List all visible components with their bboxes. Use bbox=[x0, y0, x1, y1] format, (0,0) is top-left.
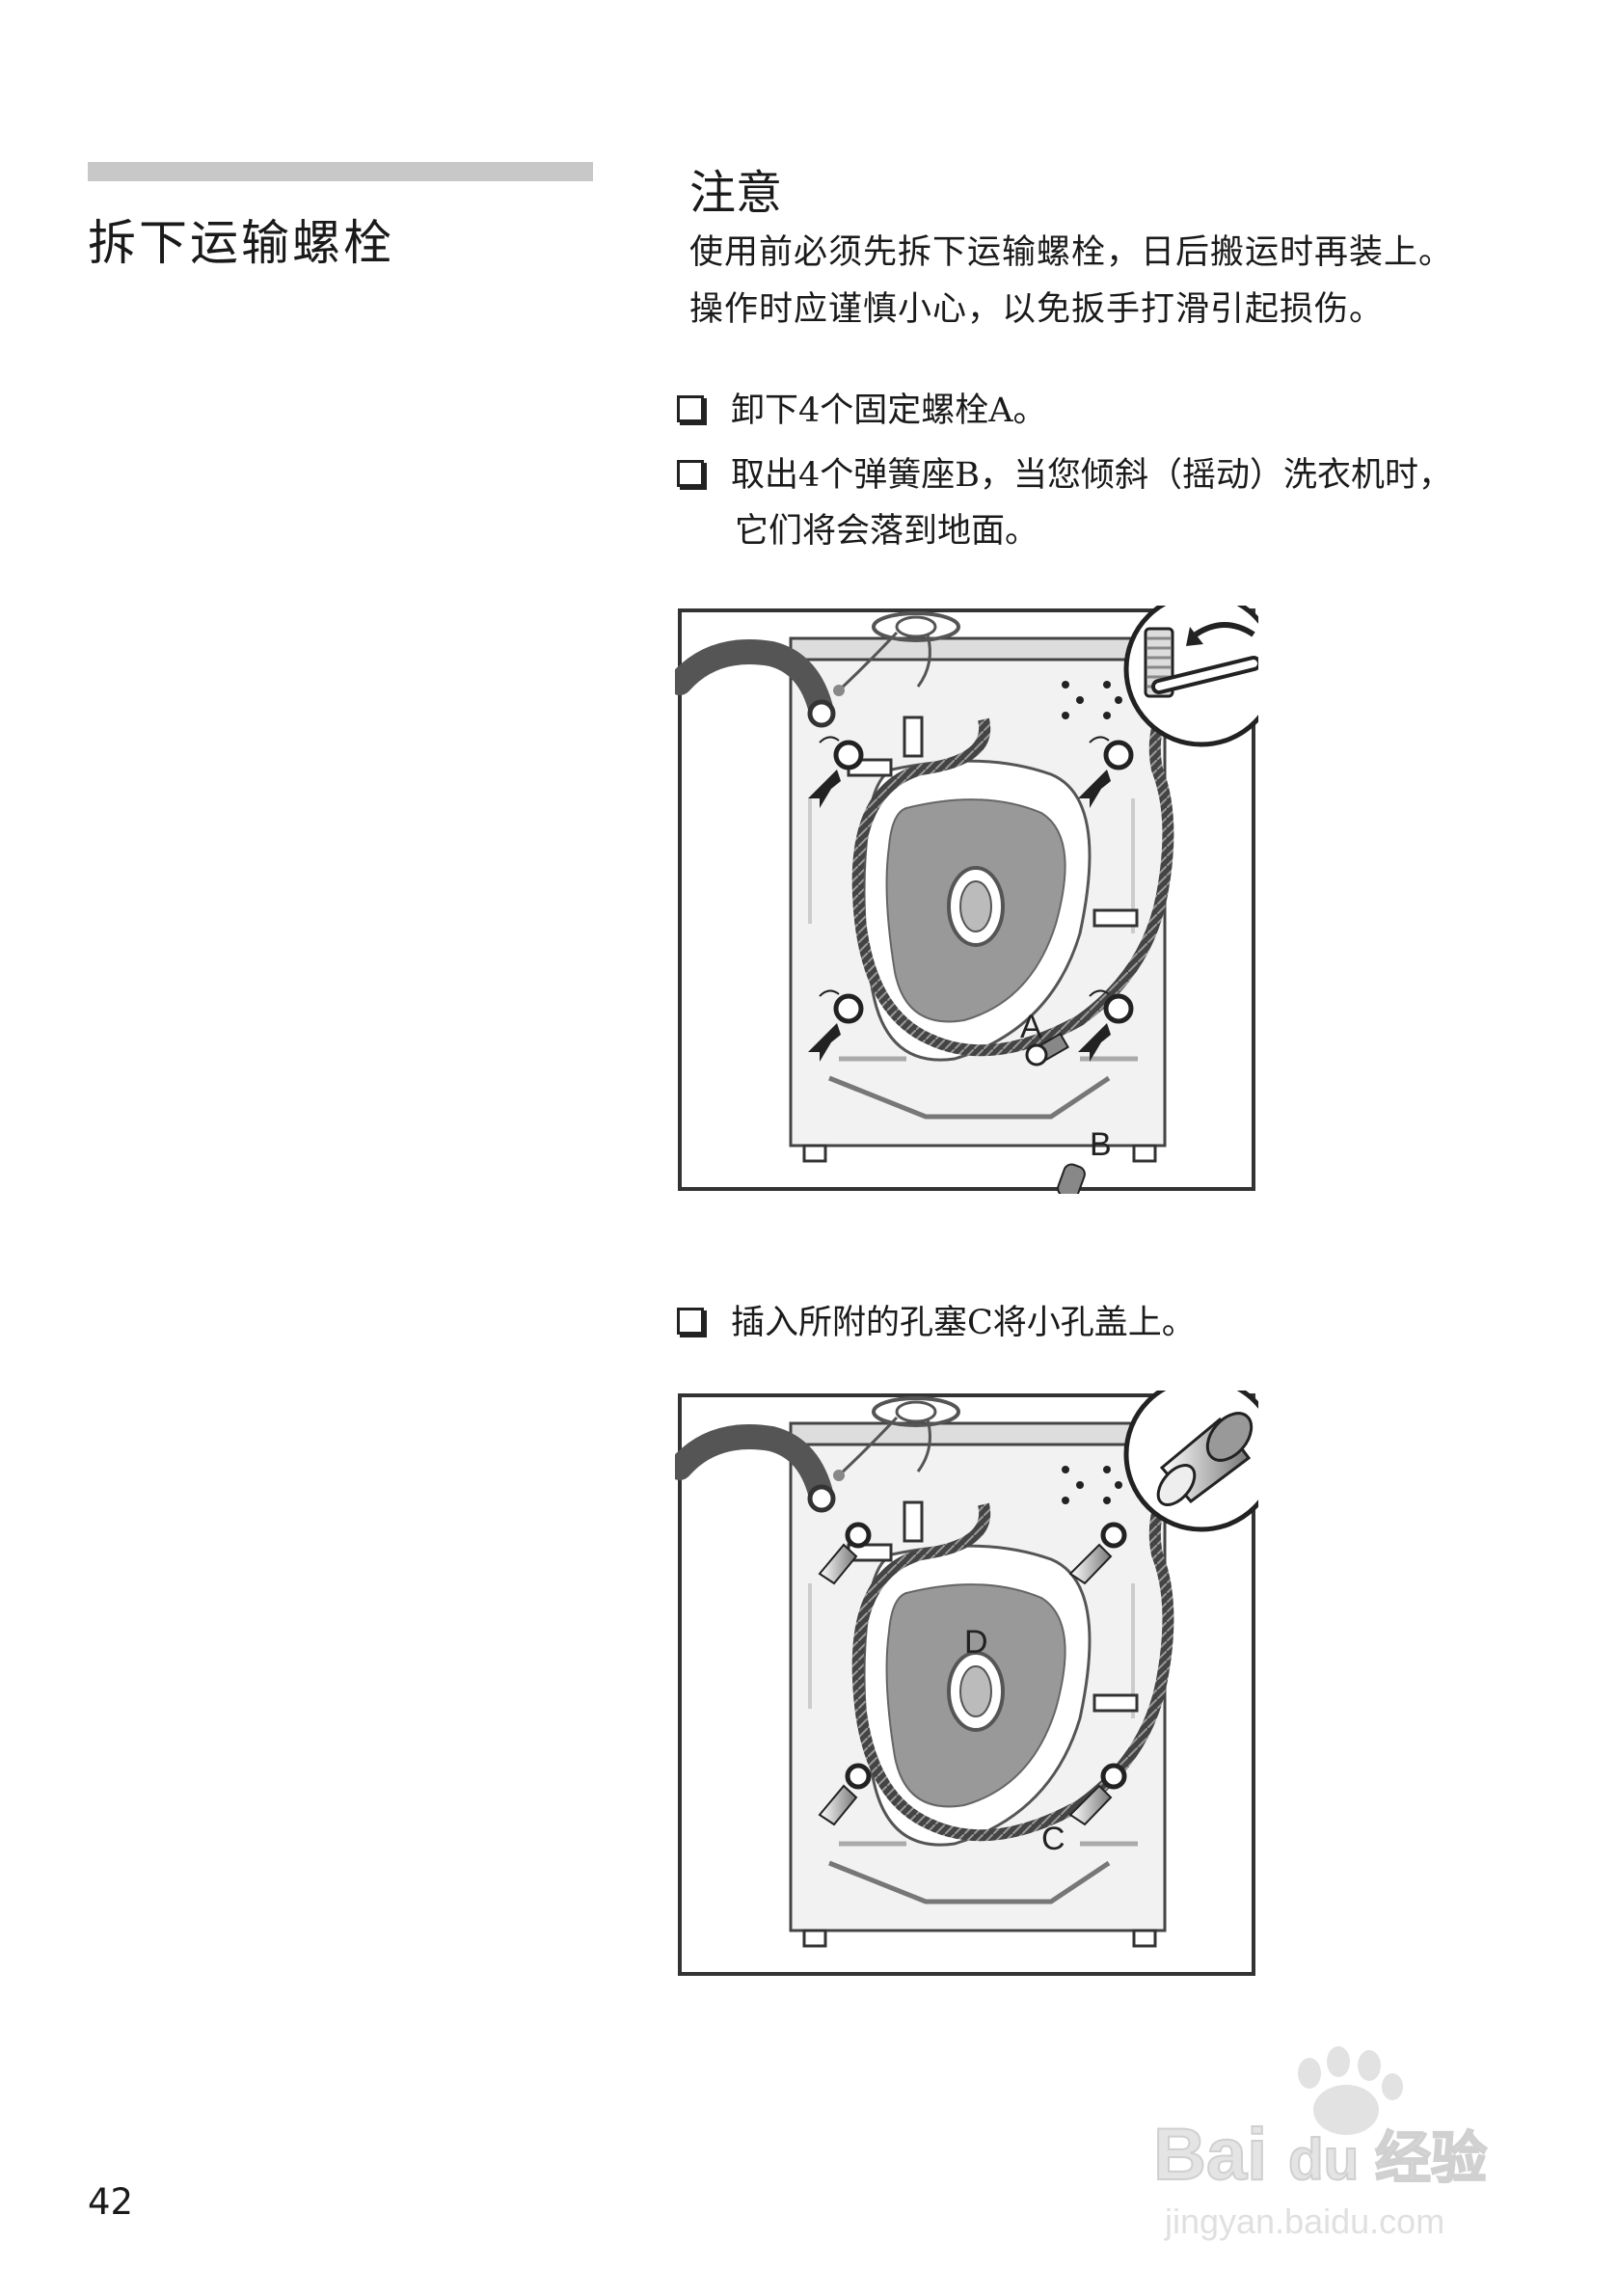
step-remove-spring-seats: 取出4个弹簧座B，当您倾斜（摇动）洗衣机时， bbox=[677, 447, 1452, 497]
section-title: 拆下运输螺栓 bbox=[88, 215, 394, 271]
note-line-1: 使用前必须先拆下运输螺栓，日后搬运时再装上。 bbox=[689, 233, 1454, 272]
power-cord-coil bbox=[872, 1396, 960, 1427]
checkbox-bullet bbox=[677, 1307, 704, 1335]
note-line-2: 操作时应谨慎小心，以免扳手打滑引起损伤。 bbox=[689, 290, 1385, 329]
rotate-arrow-icon bbox=[1186, 627, 1203, 646]
label-c: C bbox=[1041, 1821, 1065, 1857]
label-b: B bbox=[1090, 1126, 1112, 1163]
section-divider-bar bbox=[88, 162, 593, 181]
checkbox-bullet bbox=[677, 394, 704, 422]
figure-insert-plugs: D C bbox=[675, 1391, 1258, 1976]
step-insert-plugs: 插入所附的孔塞C将小孔盖上。 bbox=[677, 1295, 1196, 1344]
label-a: A bbox=[1020, 1009, 1042, 1045]
transport-bolts bbox=[833, 740, 1134, 1024]
drain-hose bbox=[675, 639, 834, 724]
power-cord-coil bbox=[872, 611, 960, 642]
watermark-brand-tail: du bbox=[1288, 2127, 1359, 2192]
paw-icon bbox=[1298, 2046, 1403, 2135]
removed-bolt-a bbox=[1025, 1032, 1069, 1067]
page-number: 42 bbox=[88, 2181, 134, 2223]
checkbox-bullet bbox=[677, 459, 704, 487]
step-continuation: 它们将会落到地面。 bbox=[735, 512, 1039, 551]
watermark-brand: Bai bbox=[1153, 2114, 1267, 2196]
step-text: 卸下4个固定螺栓A。 bbox=[731, 392, 1047, 430]
figure-remove-bolts: A B bbox=[675, 606, 1258, 1194]
step-text: 插入所附的孔塞C将小孔盖上。 bbox=[731, 1304, 1196, 1342]
removal-arrows bbox=[808, 770, 1111, 1062]
label-d: D bbox=[964, 1624, 988, 1661]
step-text: 取出4个弹簧座B，当您倾斜（摇动）洗衣机时， bbox=[731, 456, 1452, 495]
note-heading: 注意 bbox=[689, 166, 783, 220]
spring-seat-b bbox=[1057, 1163, 1086, 1194]
watermark-url: jingyan.baidu.com bbox=[1164, 2201, 1444, 2241]
step-remove-bolts: 卸下4个固定螺栓A。 bbox=[677, 383, 1047, 432]
watermark-product: 经验 bbox=[1375, 2127, 1487, 2190]
drain-hose bbox=[675, 1424, 834, 1509]
bolt-holes bbox=[845, 1522, 1127, 1790]
hole-plugs-c bbox=[818, 1543, 1113, 1826]
baidu-watermark: Bai du 经验 jingyan.baidu.com bbox=[1153, 2046, 1488, 2241]
